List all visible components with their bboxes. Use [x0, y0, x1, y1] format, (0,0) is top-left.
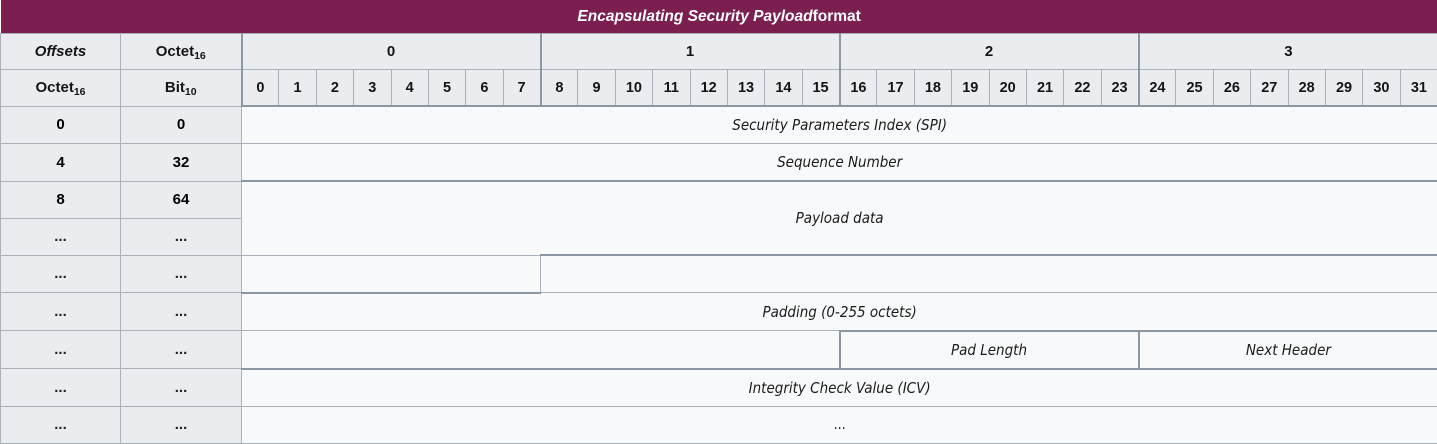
offset-bit-1: 32 [121, 144, 242, 182]
offset-bit-0: 0 [121, 106, 242, 144]
bit-offset-label: Bit10 [121, 70, 242, 107]
bit-header-11: 11 [653, 70, 690, 107]
offset-bit-6: ... [121, 331, 242, 369]
octet-group-3: 3 [1139, 34, 1437, 70]
bit-header-6: 6 [466, 70, 503, 107]
offset-octet-5: ... [1, 293, 121, 331]
bit-header-18: 18 [914, 70, 951, 107]
offset-octet-2: 8 [1, 181, 121, 218]
table-row: ... ... Pad Length Next Header [1, 331, 1437, 369]
offset-octet-1: 4 [1, 144, 121, 182]
bit-header-30: 30 [1363, 70, 1400, 107]
bit-header-13: 13 [727, 70, 764, 107]
bit-header-5: 5 [428, 70, 465, 107]
offset-octet-0: 0 [1, 106, 121, 144]
padding-region-bottom [242, 331, 840, 369]
offsets-label: Offsets [1, 34, 121, 70]
offset-octet-8: ... [1, 406, 121, 443]
bit-header-26: 26 [1213, 70, 1250, 107]
bit-header-31: 31 [1400, 70, 1437, 107]
field-payload-data: Payload data [242, 181, 1437, 255]
bit-header-20: 20 [989, 70, 1026, 107]
offset-bit-3: ... [121, 218, 242, 255]
table-row: 8 64 Payload data [1, 181, 1437, 218]
table-row: ... ... Integrity Check Value (ICV) [1, 369, 1437, 407]
octet-group-2: 2 [840, 34, 1139, 70]
field-trailing-dots: ... [242, 406, 1437, 443]
octet-group-1: 1 [541, 34, 840, 70]
bit-header-1: 1 [279, 70, 316, 107]
offset-bit-7: ... [121, 369, 242, 407]
field-icv: Integrity Check Value (ICV) [242, 369, 1437, 407]
offset-octet-7: ... [1, 369, 121, 407]
table-row: ... ... ... [1, 406, 1437, 443]
bit-header-14: 14 [765, 70, 802, 107]
table-row: 4 32 Sequence Number [1, 144, 1437, 182]
octet-unit-label: Octet16 [121, 34, 242, 70]
bit-header-0: 0 [242, 70, 279, 107]
bit-header-10: 10 [615, 70, 652, 107]
table-title-row: Encapsulating Security Payloadformat [1, 0, 1437, 34]
bit-header-4: 4 [391, 70, 428, 107]
octet-group-header-row: Offsets Octet16 0 1 2 3 [1, 34, 1437, 70]
bit-header-24: 24 [1139, 70, 1176, 107]
field-next-header: Next Header [1139, 331, 1437, 369]
offset-bit-2: 64 [121, 181, 242, 218]
table-row: ... ... Padding (0-255 octets) [1, 293, 1437, 331]
bit-header-21: 21 [1026, 70, 1063, 107]
offset-octet-6: ... [1, 331, 121, 369]
octet-group-0: 0 [242, 34, 541, 70]
payload-tail-left [242, 255, 541, 293]
bit-header-7: 7 [503, 70, 540, 107]
table-row: 0 0 Security Parameters Index (SPI) [1, 106, 1437, 144]
bit-header-2: 2 [316, 70, 353, 107]
offset-bit-4: ... [121, 255, 242, 293]
bit-header-17: 17 [877, 70, 914, 107]
field-padding: Padding (0-255 octets) [242, 293, 1437, 331]
table-title: Encapsulating Security Payloadformat [1, 0, 1437, 34]
octet-offset-label: Octet16 [1, 70, 121, 107]
bit-header-29: 29 [1325, 70, 1362, 107]
offset-octet-4: ... [1, 255, 121, 293]
bit-header-15: 15 [802, 70, 839, 107]
field-pad-length: Pad Length [840, 331, 1139, 369]
bit-header-3: 3 [354, 70, 391, 107]
bit-header-22: 22 [1064, 70, 1101, 107]
padding-region-top [541, 255, 1437, 293]
bit-header-27: 27 [1251, 70, 1288, 107]
offset-octet-3: ... [1, 218, 121, 255]
field-sequence-number: Sequence Number [242, 144, 1437, 182]
bit-header-25: 25 [1176, 70, 1213, 107]
bit-header-16: 16 [840, 70, 877, 107]
title-emphasis: Encapsulating Security Payload [577, 8, 812, 25]
offset-bit-5: ... [121, 293, 242, 331]
bit-header-28: 28 [1288, 70, 1325, 107]
bit-header-12: 12 [690, 70, 727, 107]
bit-header-9: 9 [578, 70, 615, 107]
table-row: ... ... [1, 255, 1437, 293]
bit-header-23: 23 [1101, 70, 1138, 107]
bit-header-8: 8 [541, 70, 578, 107]
bit-header-row: Octet16 Bit10 0 1 2 3 4 5 6 7 8 9 10 11 … [1, 70, 1437, 107]
bit-header-19: 19 [952, 70, 989, 107]
title-plain: format [813, 8, 861, 25]
offset-bit-8: ... [121, 406, 242, 443]
field-spi: Security Parameters Index (SPI) [242, 106, 1437, 144]
